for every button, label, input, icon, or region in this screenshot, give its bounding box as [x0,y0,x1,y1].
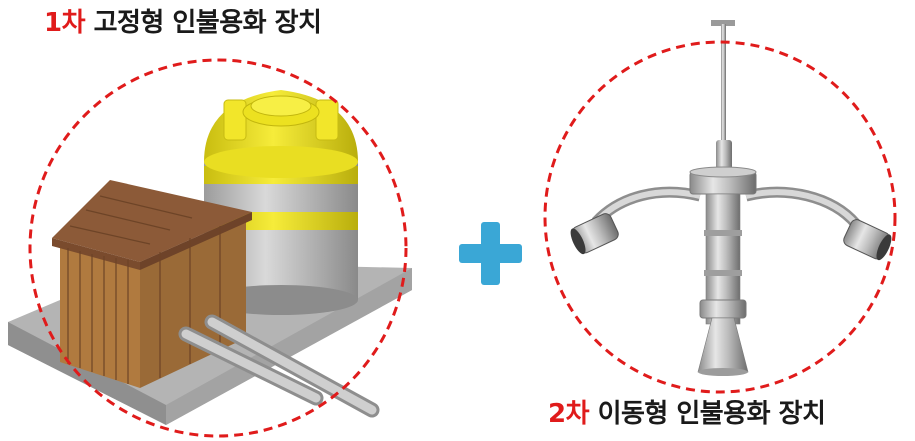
mobile-device-illustration [543,20,897,394]
fixed-device-illustration [8,58,412,438]
stage2-number: 2차 [548,399,590,429]
stage2-label: 이동형 인불용화 장치 [597,399,826,429]
stage1-caption: 1차 고정형 인불용화 장치 [44,2,322,39]
wooden-shed [52,180,252,388]
storage-tank [204,90,358,315]
stage2-dashed-circle [543,40,897,394]
pipes [178,314,380,418]
stage1-number: 1차 [44,8,86,38]
stage2-caption: 2차 이동형 인불용화 장치 [548,393,826,430]
plus-icon [459,222,522,285]
stage1-label: 고정형 인불용화 장치 [93,8,322,38]
stage1-dashed-circle [28,58,408,438]
